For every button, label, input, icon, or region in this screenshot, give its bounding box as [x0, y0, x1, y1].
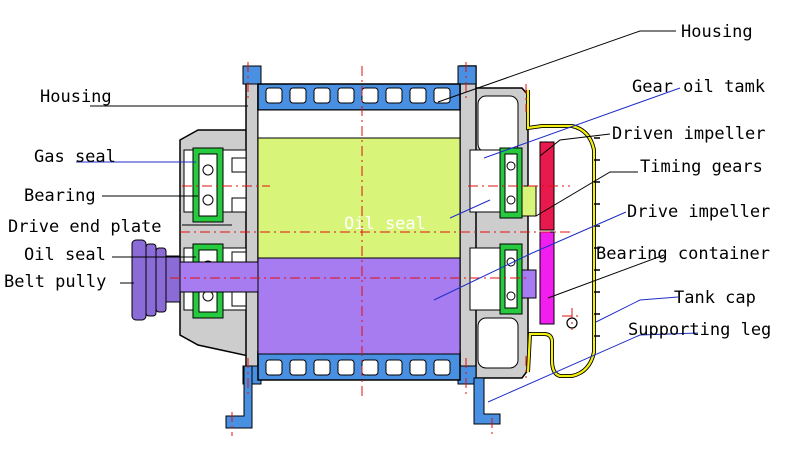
label-gas-seal: Gas seal	[34, 147, 116, 167]
label-timing-gears: Timing gears	[640, 157, 763, 177]
label-bearing: Bearing	[24, 186, 96, 206]
right-bearing-assembly	[469, 147, 523, 315]
label-bearing-container: Bearing container	[596, 244, 770, 264]
label-drive-impeller: Drive impeller	[627, 202, 771, 222]
label-gear-oil-tank: Gear oil tamk	[632, 77, 766, 97]
supporting-legs	[225, 365, 501, 429]
belt-pulley	[131, 239, 181, 321]
centerlines	[170, 62, 582, 438]
label-driven-impeller: Driven impeller	[612, 124, 766, 144]
label-housing-left: Housing	[40, 87, 112, 107]
impeller-chamber	[257, 109, 461, 355]
housing	[257, 83, 461, 381]
label-belt-pully: Belt pully	[4, 272, 107, 292]
label-oil-seal-center: Oil seal	[344, 214, 426, 234]
label-oil-seal-left: Oil seal	[24, 245, 106, 265]
tank-cap-ribs	[594, 137, 600, 337]
label-tank-cap: Tank cap	[674, 288, 756, 308]
label-supporting-leg: Supporting leg	[628, 320, 772, 340]
leader-lines	[76, 30, 699, 403]
label-housing-top: Housing	[681, 22, 753, 42]
label-drive-end-plate: Drive end plate	[8, 217, 162, 237]
timing-gears	[521, 141, 555, 325]
